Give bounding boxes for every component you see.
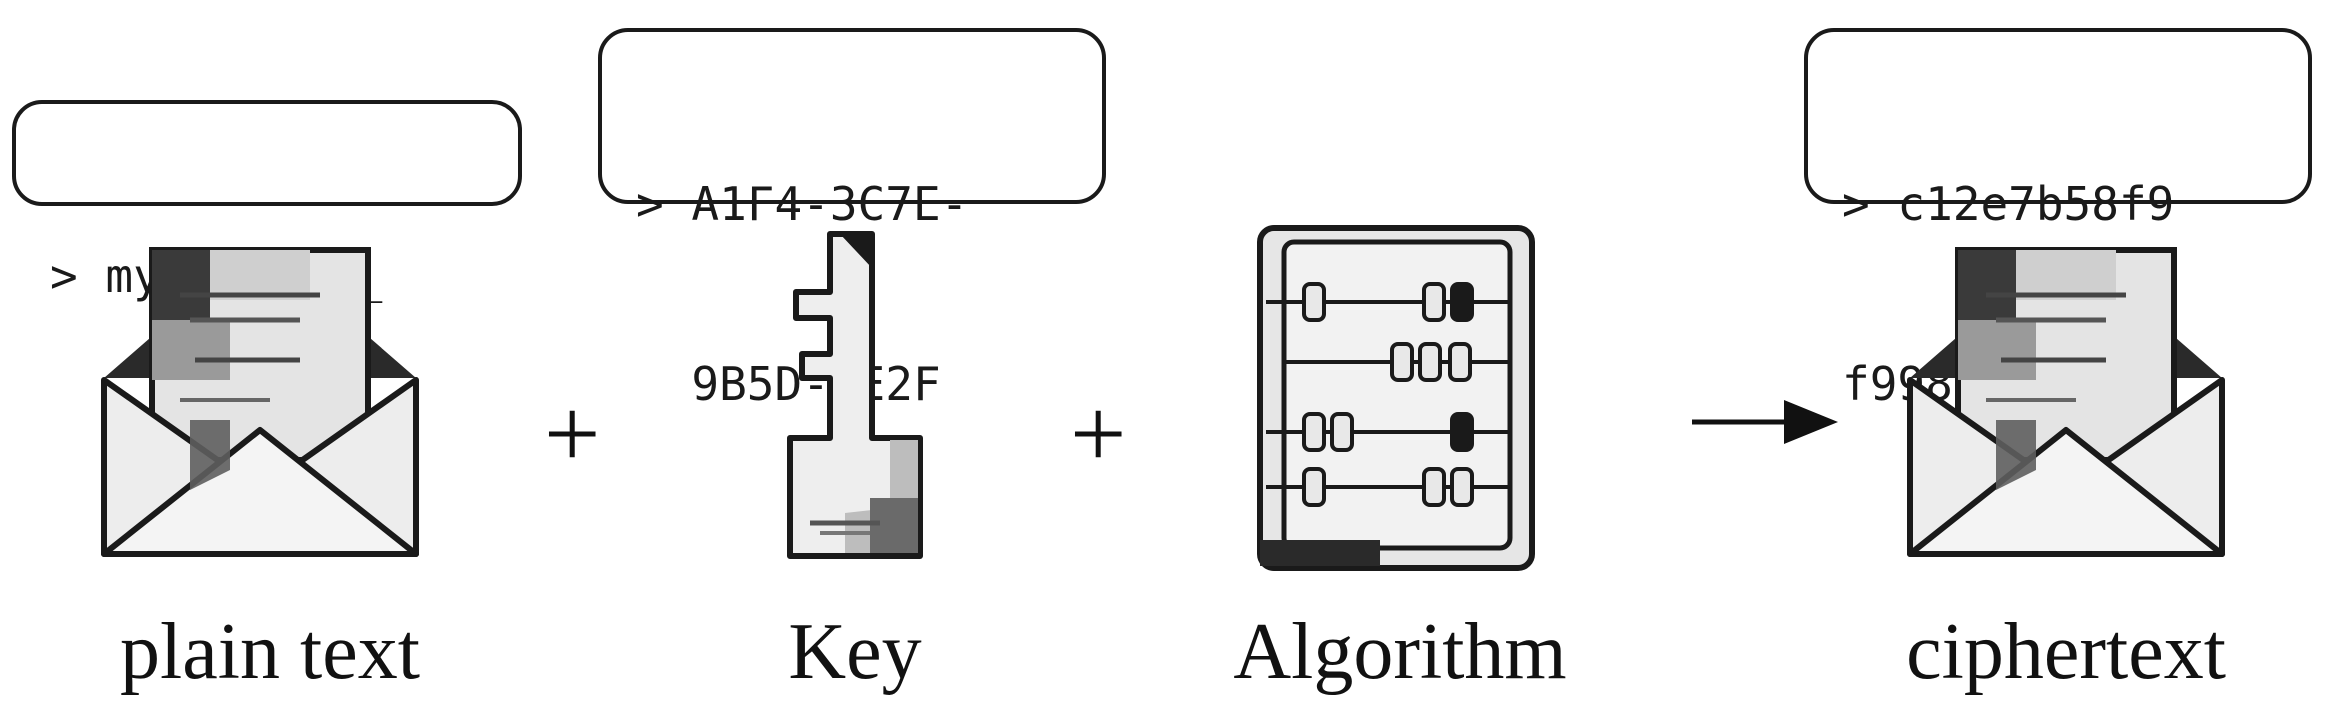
abacus-icon [1257,225,1535,571]
open-envelope-icon [1907,247,2225,557]
key-bubble-line-1: > A1F4-3C7E- [636,177,969,231]
arrow-right-icon [1692,400,1838,444]
plaintext-label: plain text [120,608,420,696]
ciphertext-bubble: > c12e7b58f9 f99800f89... [1804,28,2312,411]
key-bubble: > A1F4-3C7E- 9B5D-8E2F [598,28,1106,411]
algorithm-label: Algorithm [1233,608,1567,696]
ciphertext-label: ciphertext [1906,608,2226,696]
key-label: Key [788,608,922,696]
open-envelope-icon [101,247,419,557]
plus-operator-2: + [1070,378,1127,489]
ciphertext-bubble-line-1: > c12e7b58f9 [1842,177,2175,231]
key-icon [787,231,923,559]
plaintext-bubble: > my secret_ [12,100,522,303]
plus-operator-1: + [544,378,601,489]
